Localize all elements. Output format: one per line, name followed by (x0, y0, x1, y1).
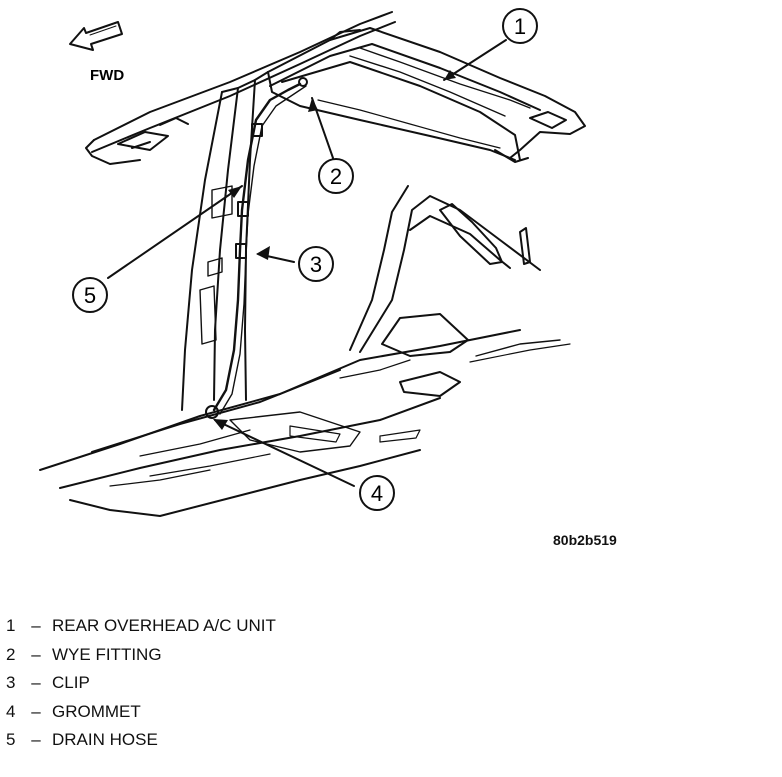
legend-number: 1 (6, 616, 16, 635)
legend-item: 4–GROMMET (6, 698, 276, 727)
callout-4 (359, 475, 395, 511)
callout-3-number: 3 (310, 252, 322, 277)
legend-dash: – (31, 644, 41, 664)
callout-4-number: 4 (371, 481, 383, 506)
callout-2 (318, 158, 354, 194)
callout-2-number: 2 (330, 164, 342, 189)
fwd-label: FWD (90, 67, 124, 84)
wye-fitting-icon (298, 77, 308, 87)
legend-text: REAR OVERHEAD A/C UNIT (52, 616, 276, 635)
legend-text: CLIP (52, 673, 90, 692)
legend-item: 2–WYE FITTING (6, 641, 276, 670)
legend-number: 3 (6, 673, 16, 692)
rear-door-opening (339, 185, 571, 397)
rear-overhead-ac-unit (267, 27, 586, 163)
figure-id: 80b2b519 (553, 532, 617, 548)
legend-number: 5 (6, 730, 16, 749)
callout-5-number: 5 (84, 283, 96, 308)
legend-item: 1–REAR OVERHEAD A/C UNIT (6, 612, 276, 641)
callout-1 (502, 8, 538, 44)
legend-item: 3–CLIP (6, 669, 276, 698)
roof-panel (85, 11, 396, 165)
legend-number: 2 (6, 644, 16, 664)
legend-dash: – (31, 730, 41, 749)
legend: 1–REAR OVERHEAD A/C UNIT 2–WYE FITTING 3… (6, 612, 276, 755)
legend-text: WYE FITTING (52, 644, 162, 664)
legend-text: DRAIN HOSE (52, 730, 158, 749)
floor-sill (39, 329, 521, 517)
fwd-arrow-icon (69, 21, 123, 51)
clip-icon (235, 243, 247, 259)
clip-icon (237, 201, 249, 217)
vehicle-drain-hose-diagram: FWD 1 2 3 4 5 (39, 8, 586, 517)
legend-item: 5–DRAIN HOSE (6, 726, 276, 755)
legend-text: GROMMET (52, 701, 141, 721)
callout-circles (72, 8, 538, 511)
legend-dash: – (31, 673, 41, 692)
legend-number: 4 (6, 701, 16, 721)
legend-dash: – (31, 616, 41, 635)
callout-3 (298, 246, 334, 282)
callout-1-number: 1 (514, 14, 526, 39)
callout-5 (72, 277, 108, 313)
legend-dash: – (31, 701, 41, 721)
